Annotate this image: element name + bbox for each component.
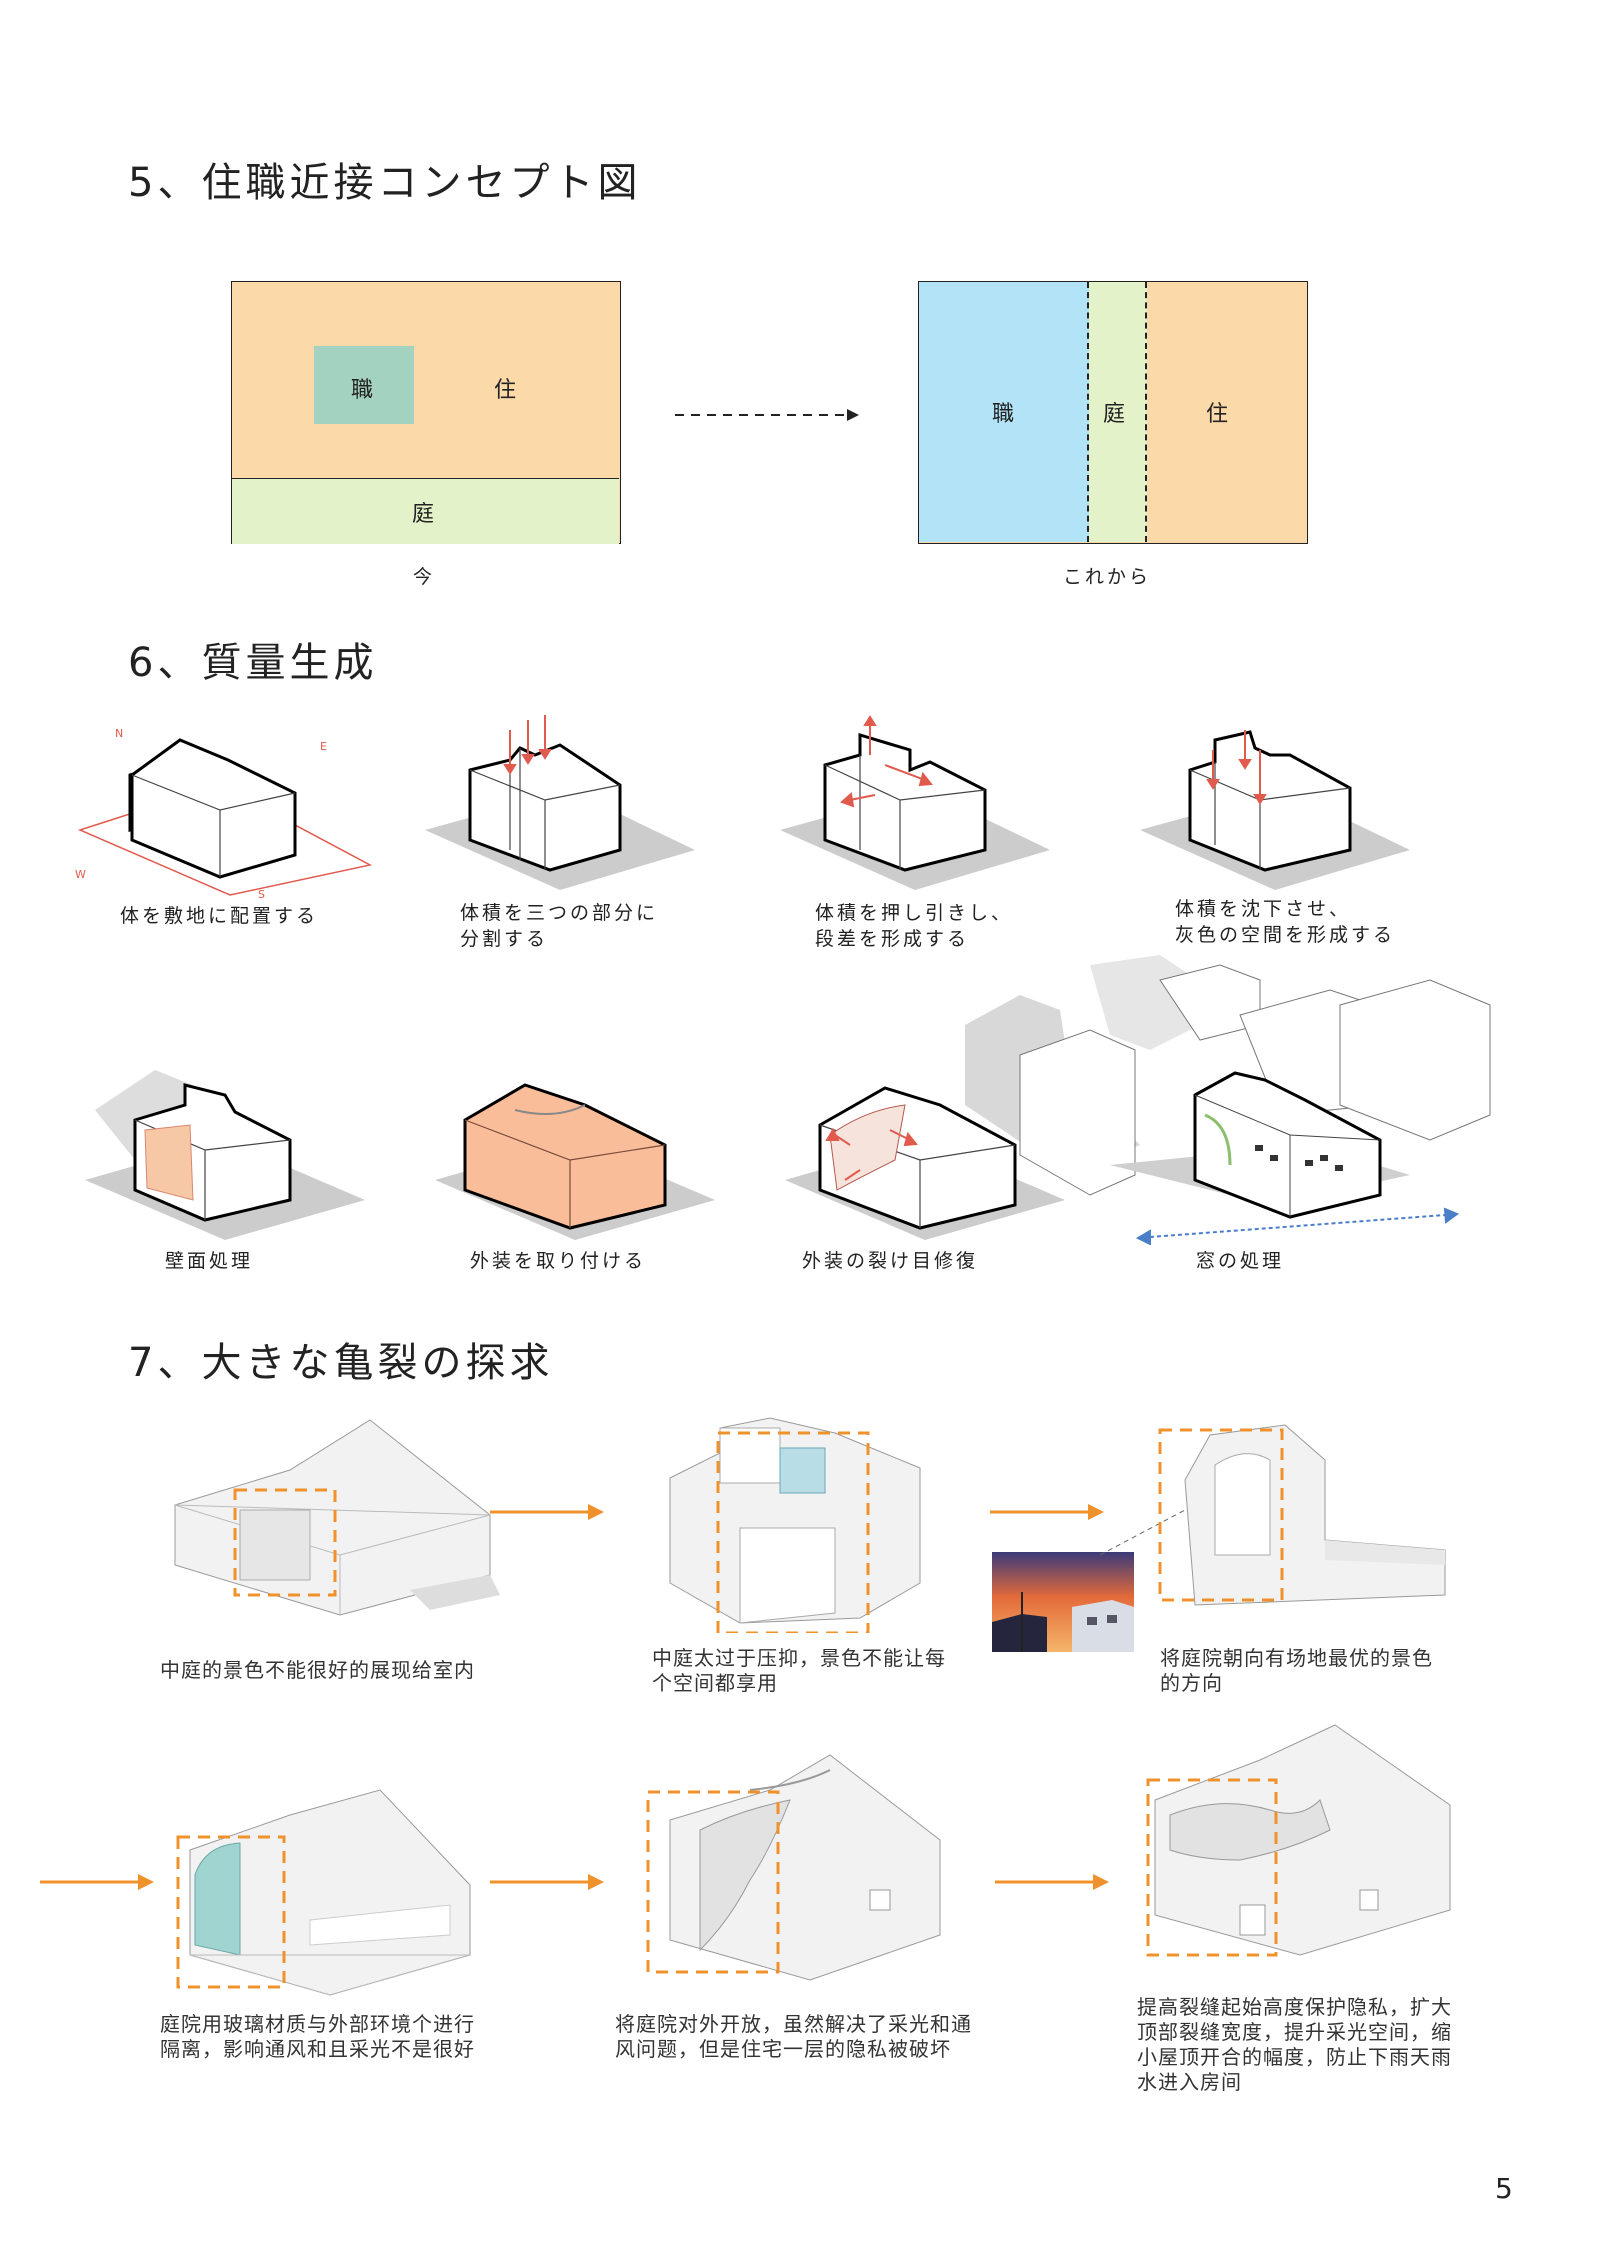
section-6-title: 6、質量生成 <box>128 640 378 686</box>
compass-w: W <box>75 868 86 881</box>
concept-future-work-label: 職 <box>992 402 1015 427</box>
section-7-title: 7、大きな亀裂の探求 <box>128 1340 554 1386</box>
crack-step-2-caption: 中庭太过于压抑，景色不能让每 个空间都享用 <box>652 1646 946 1695</box>
concept-future-diagram: 職 庭 住 <box>918 281 1308 544</box>
crack-step-6-diagram <box>1146 1724 1451 1957</box>
crack-step-3-diagram <box>1158 1424 1446 1606</box>
mass-step-1-diagram: N E W S <box>75 727 373 900</box>
page-number: 5 <box>1495 2172 1513 2205</box>
mass-step-2-caption: 体積を三つの部分に 分割する <box>460 902 659 950</box>
compass-e: E <box>320 740 327 753</box>
mass-step-4-caption: 体積を沈下させ、 灰色の空間を形成する <box>1175 898 1396 946</box>
concept-now-caption: 今 <box>413 566 436 588</box>
mass-step-5-diagram <box>85 1070 365 1240</box>
mass-step-1-caption: 体を敷地に配置する <box>120 905 319 927</box>
concept-future-work-zone <box>919 282 1089 542</box>
mass-step-4-diagram <box>1140 730 1410 890</box>
concept-future-garden-label: 庭 <box>1103 402 1126 427</box>
crack-step-1-caption: 中庭的景色不能很好的展现给室内 <box>160 1658 475 1682</box>
crack-step-1-diagram <box>174 1419 500 1616</box>
crack-arrow-1 <box>490 1504 604 1520</box>
compass-n: N <box>115 727 123 740</box>
concept-now-work-label: 職 <box>351 378 374 403</box>
best-view-photo <box>992 1552 1134 1652</box>
crack-step-4-diagram <box>176 1789 471 1996</box>
mass-step-8-caption: 窓の処理 <box>1196 1250 1285 1272</box>
crack-arrow-4 <box>490 1874 604 1890</box>
concept-now-diagram: 職 住 庭 <box>231 281 621 544</box>
concept-future-live-label: 住 <box>1206 402 1229 427</box>
concept-now-garden-zone <box>232 478 619 544</box>
concept-transition-arrow <box>675 409 859 421</box>
crack-arrow-2 <box>990 1504 1104 1520</box>
mass-step-7-caption: 外装の裂け目修復 <box>802 1250 979 1272</box>
crack-step-2-diagram <box>669 1417 921 1633</box>
crack-step-6-caption: 提高裂缝起始高度保护隐私，扩大 顶部裂缝宽度，提升采光空间，缩 小屋顶开合的幅度… <box>1137 1995 1452 2094</box>
crack-step-5-diagram <box>646 1754 941 1981</box>
crack-arrow-3 <box>40 1874 154 1890</box>
concept-now-work-zone <box>314 346 414 424</box>
crack-step-5-caption: 将庭院对外开放，虽然解决了采光和通 风问题，但是住宅一层的隐私被破坏 <box>615 2012 972 2061</box>
crack-step-4-caption: 庭院用玻璃材质与外部环境个进行 隔离，影响通风和且采光不是很好 <box>160 2012 475 2061</box>
photo-callout-line <box>1100 1509 1186 1556</box>
section-5-title: 5、住職近接コンセプト図 <box>128 160 642 206</box>
mass-step-7-diagram <box>785 1086 1065 1240</box>
mass-step-8-diagram <box>965 955 1491 1245</box>
mass-step-3-diagram <box>780 715 1050 890</box>
compass-s: S <box>258 888 265 900</box>
crack-step-3-caption: 将庭院朝向有场地最优的景色 的方向 <box>1160 1646 1433 1695</box>
concept-future-garden-zone <box>1089 282 1147 542</box>
concept-future-caption: これから <box>1063 566 1152 588</box>
mass-step-3-caption: 体積を押し引きし、 段差を形成する <box>815 902 1014 950</box>
mass-step-2-diagram <box>425 715 695 890</box>
concept-now-garden-label: 庭 <box>412 502 435 527</box>
mass-step-6-caption: 外装を取り付ける <box>470 1250 647 1272</box>
mass-step-5-caption: 壁面処理 <box>165 1250 254 1272</box>
crack-arrow-5 <box>995 1874 1109 1890</box>
mass-step-6-diagram <box>435 1083 715 1240</box>
concept-now-live-label: 住 <box>494 378 517 403</box>
